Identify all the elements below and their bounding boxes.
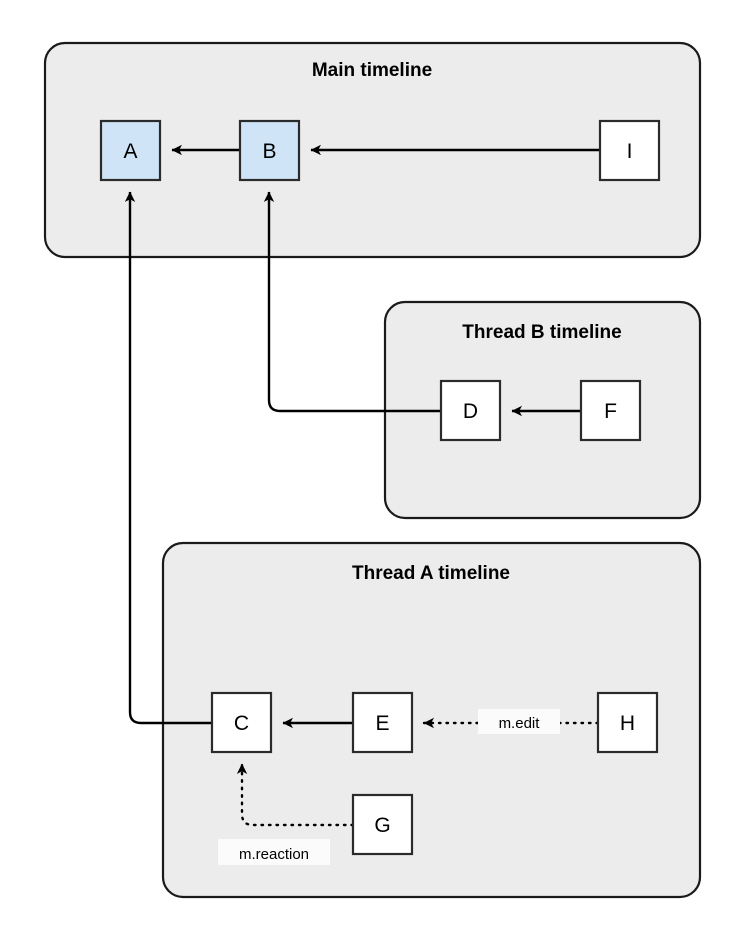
- node-A[interactable]: A: [99, 119, 162, 182]
- node-H[interactable]: H: [596, 691, 659, 754]
- node-label-D: D: [463, 400, 478, 423]
- group-title-thread-a: Thread A timeline: [352, 563, 510, 584]
- node-rect-F[interactable]: [579, 379, 642, 442]
- edge-g-to-c[interactable]: [242, 762, 355, 827]
- node-label-G: G: [374, 814, 390, 837]
- node-rect-G[interactable]: [351, 793, 414, 856]
- edge-label-m-edit: m.edit: [478, 709, 560, 734]
- node-rect-D[interactable]: [439, 379, 502, 442]
- node-rect-E[interactable]: [351, 691, 414, 754]
- node-rect-H[interactable]: [596, 691, 659, 754]
- node-B[interactable]: B: [238, 119, 301, 182]
- node-E[interactable]: E: [351, 691, 414, 754]
- node-label-B: B: [262, 140, 276, 163]
- edge-label-text-m-edit: m.edit: [499, 715, 541, 732]
- node-rect-I[interactable]: [598, 119, 661, 182]
- node-rect-B[interactable]: [238, 119, 301, 182]
- edge-label-bg-m-reaction: [218, 839, 330, 865]
- node-F[interactable]: F: [579, 379, 642, 442]
- node-G[interactable]: G: [351, 793, 414, 856]
- node-label-F: F: [604, 400, 617, 423]
- node-D[interactable]: D: [439, 379, 502, 442]
- edge-d-to-b[interactable]: [269, 192, 441, 413]
- edge-label-text-m-reaction: m.reaction: [239, 846, 309, 863]
- edge-label-bg-m-edit: [478, 709, 560, 734]
- node-label-C: C: [234, 712, 249, 735]
- edge-label-m-reaction: m.reaction: [218, 839, 330, 865]
- node-label-I: I: [627, 140, 633, 163]
- edge-c-to-a[interactable]: [130, 192, 212, 725]
- node-rect-A[interactable]: [99, 119, 162, 182]
- node-label-E: E: [375, 712, 389, 735]
- node-label-A: A: [123, 140, 137, 163]
- group-title-thread-b: Thread B timeline: [462, 322, 621, 343]
- node-C[interactable]: C: [210, 691, 273, 754]
- group-title-main: Main timeline: [312, 60, 432, 81]
- node-label-H: H: [620, 712, 635, 735]
- node-rect-C[interactable]: [210, 691, 273, 754]
- node-I[interactable]: I: [598, 119, 661, 182]
